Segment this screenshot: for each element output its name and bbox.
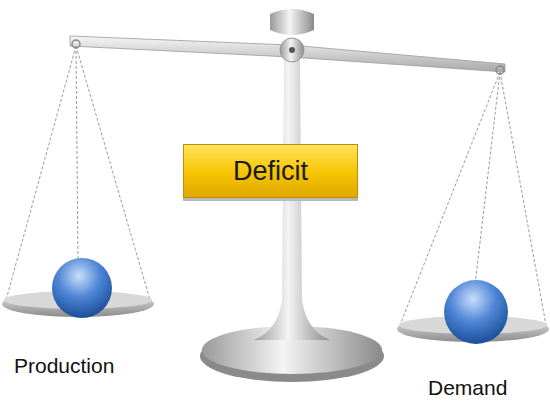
scale-beam — [70, 36, 505, 72]
deficit-sign: Deficit — [183, 144, 358, 198]
pivot — [280, 38, 304, 62]
scale-pole — [254, 58, 330, 340]
node-text: Deficit — [233, 156, 308, 187]
left-ball — [52, 258, 112, 318]
right-hook — [496, 66, 504, 74]
pivot-pin — [289, 47, 295, 53]
pan-label: Demand — [428, 376, 507, 400]
pan-label: Production — [14, 354, 114, 378]
right-ball — [444, 280, 508, 344]
left-hook — [72, 40, 80, 48]
pivot-top — [270, 9, 314, 35]
